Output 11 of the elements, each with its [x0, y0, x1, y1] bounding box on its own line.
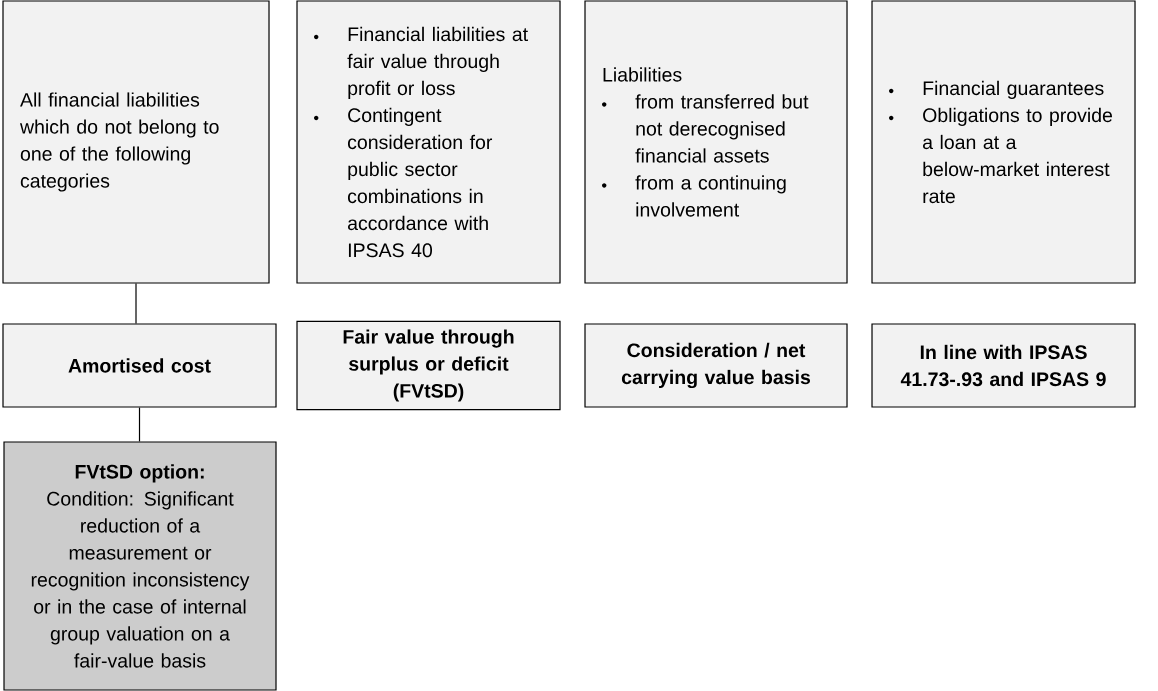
category-box: Financial liabilities at fair value through profit or loss Contingent consideration for public sector combinations in accordance with IPSAS 40 [296, 0, 561, 284]
category-box: Liabilities from transferred but not derecognised financial assets from a continuing involvement [584, 0, 848, 284]
measurement-box: Amortised cost [2, 323, 277, 408]
measurement-box: In line with IPSAS 41.73-.93 and IPSAS 9 [871, 323, 1136, 408]
measurement-box: Consideration / net carrying value basis [584, 323, 848, 408]
measurement-box: Fair value through surplus or deficit (FVtSD) [296, 320, 561, 411]
option-box: FVtSD option: Condition: Significant reduction of a measurement or recognition inconsistency or in the case of internal group valuation on a fair-value basis [3, 441, 277, 691]
connector-line [135, 283, 137, 324]
category-box: Financial guarantees Obligations to provide a loan at a below-market interest rate [871, 0, 1136, 284]
connector-line [138, 407, 141, 442]
category-box: All financial liabilities which do not belong to one of the following categories [2, 0, 270, 284]
